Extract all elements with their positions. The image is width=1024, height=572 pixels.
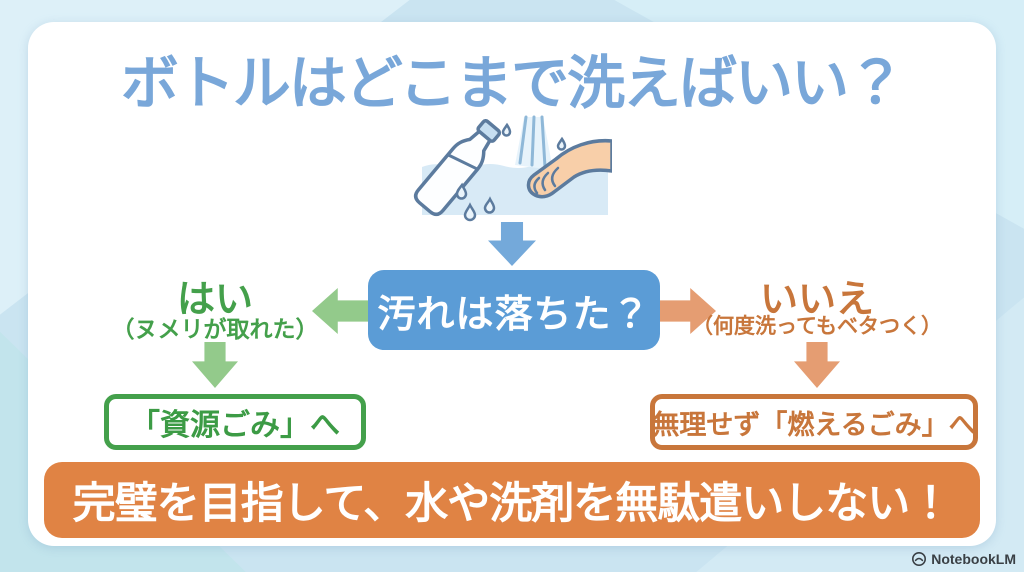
no-sublabel: （何度洗ってもベタつく） (692, 315, 942, 338)
page-title: ボトルはどこまで洗えばいい？ (120, 51, 905, 116)
notebooklm-attribution: NotebookLM (911, 549, 1016, 569)
question-box: 汚れは落ちた？ (368, 270, 660, 350)
yes-result-box: 「資源ごみ」へ (104, 394, 366, 450)
yes-sublabel: （ヌメリが取れた） (111, 316, 319, 342)
conclusion-banner: 完璧を目指して、水や洗剤を無駄遣いしない！ (44, 462, 980, 538)
washing-hand (526, 138, 612, 199)
notebooklm-label: NotebookLM (931, 551, 1016, 567)
notebooklm-icon (912, 552, 927, 566)
water-stream (515, 115, 553, 170)
no-label: いいえ (759, 279, 874, 321)
arrow-down-to-question-icon (488, 222, 536, 266)
arrow-down-no-icon (794, 342, 840, 388)
arrow-down-yes-icon (192, 342, 238, 388)
content-card: ボトルはどこまで洗えばいい？ (28, 22, 996, 546)
no-result-box: 無理せず「燃えるごみ」へ (650, 394, 978, 450)
bottle-washing-illustration (413, 115, 612, 222)
plastic-bottle (413, 119, 502, 217)
yes-label: はい (176, 279, 253, 321)
water-drops (455, 122, 567, 222)
